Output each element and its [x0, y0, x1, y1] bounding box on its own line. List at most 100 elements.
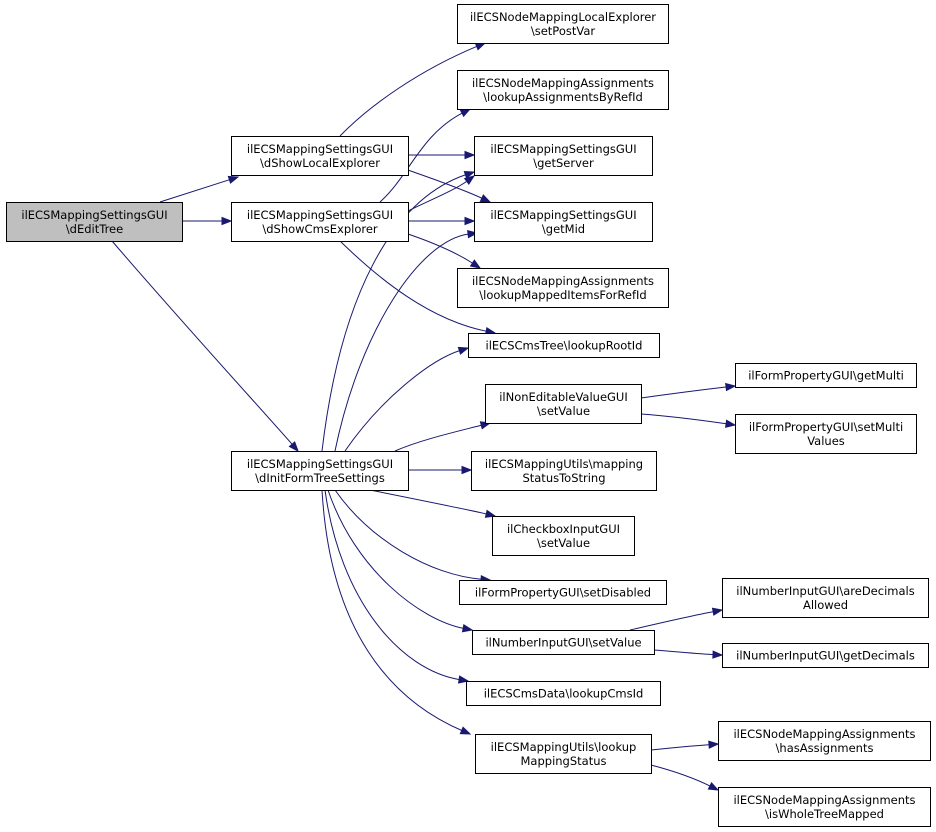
node-box [474, 136, 653, 176]
node-label-line: \dInitFormTreeSettings [255, 471, 385, 485]
node-init[interactable]: ilECSMappingSettingsGUI\dInitFormTreeSet… [231, 451, 409, 491]
node-label-line: ilECSNodeMappingAssignments [733, 793, 915, 807]
edge-cms-to-lookupmifr [407, 233, 474, 265]
edge-init-to-nevsetvalue [394, 424, 483, 452]
node-lookupcmsid[interactable]: ilECSCmsData\lookupCmsId [466, 681, 661, 706]
arrowhead-numsetvalue-to-getdecimals [712, 650, 724, 659]
arrowhead-lookupms-to-wholetree [707, 781, 720, 791]
node-label-line: ilECSNodeMappingAssignments [472, 76, 654, 90]
node-numsetvalue[interactable]: ilNumberInputGUI\setValue [472, 630, 655, 655]
node-box [485, 384, 642, 424]
node-box [231, 136, 409, 176]
arrowhead-local-to-setpost [474, 42, 487, 51]
arrowhead-init-to-lookupms [459, 726, 472, 735]
node-box [475, 734, 652, 774]
node-label-line: ilECSMappingSettingsGUI [490, 142, 636, 156]
node-label-line: \getMid [542, 222, 585, 236]
arrowhead-init-to-lookupcmsid [457, 675, 470, 684]
node-box [735, 363, 917, 388]
node-box [231, 451, 409, 491]
node-label-line: ilNumberInputGUI\setValue [485, 636, 641, 650]
edges-layer [111, 42, 737, 791]
node-label-line: ilECSMappingSettingsGUI [21, 208, 167, 222]
edge-init-to-rootid [344, 349, 461, 452]
node-label-line: ilFormPropertyGUI\setDisabled [475, 586, 651, 600]
node-local[interactable]: ilECSMappingSettingsGUI\dShowLocalExplor… [231, 136, 409, 176]
edge-cms-to-lookupabr [379, 112, 464, 203]
node-label-line: ilNumberInputGUI\areDecimals [736, 584, 914, 598]
arrowhead-cms-to-getmid [464, 216, 476, 226]
node-box [231, 202, 409, 242]
edge-cms-to-rootid [339, 240, 488, 332]
node-box [722, 643, 929, 668]
edge-init-to-lookupms [321, 489, 463, 732]
edge-lookupms-to-wholetree [650, 764, 712, 787]
node-getserver[interactable]: ilECSMappingSettingsGUI\getServer [474, 136, 653, 176]
node-hasassign[interactable]: ilECSNodeMappingAssignments\hasAssignmen… [718, 721, 931, 761]
edge-root-to-init [111, 240, 294, 446]
node-label-line: ilFormPropertyGUI\setMulti [749, 420, 903, 434]
node-box [459, 580, 667, 605]
node-getdecimals[interactable]: ilNumberInputGUI\getDecimals [722, 643, 929, 668]
node-setpost[interactable]: ilECSNodeMappingLocalExplorer\setPostVar [457, 4, 669, 44]
node-box [457, 4, 669, 44]
node-box [474, 202, 653, 242]
node-label-line: \lookupAssignmentsByRefId [483, 90, 643, 104]
edge-nevsetvalue-to-getmulti [640, 386, 728, 399]
node-root[interactable]: ilECSMappingSettingsGUI\dEditTree [6, 202, 183, 242]
node-box [718, 787, 931, 827]
node-box [466, 681, 661, 706]
arrowhead-init-to-cbsetvalue [484, 509, 497, 518]
node-setdisabled[interactable]: ilFormPropertyGUI\setDisabled [459, 580, 667, 605]
node-label-line: \dEditTree [66, 222, 123, 236]
node-label-line: MappingStatus [521, 754, 607, 768]
arrowhead-root-to-local [227, 175, 240, 184]
edge-nevsetvalue-to-setmulti [640, 413, 728, 425]
arrowhead-init-to-getmid [467, 229, 479, 239]
edge-init-to-setdisabled [334, 489, 483, 580]
node-label-line: \setValue [537, 404, 590, 418]
node-label-line: \isWholeTreeMapped [765, 807, 884, 821]
node-box [471, 451, 657, 491]
edge-init-to-numsetvalue [327, 489, 465, 629]
node-box [457, 70, 669, 110]
node-label-line: ilECSCmsData\lookupCmsId [484, 687, 644, 701]
node-lookupmifr[interactable]: ilECSNodeMappingAssignments\lookupMapped… [457, 268, 669, 308]
arrowhead-root-to-cms [221, 216, 233, 226]
node-label-line: ilECSMappingUtils\mapping [485, 457, 643, 471]
node-getmulti[interactable]: ilFormPropertyGUI\getMulti [735, 363, 917, 388]
node-lookupabr[interactable]: ilECSNodeMappingAssignments\lookupAssign… [457, 70, 669, 110]
node-box [718, 721, 931, 761]
node-wholetree[interactable]: ilECSNodeMappingAssignments\isWholeTreeM… [718, 787, 931, 827]
node-label-line: ilECSNodeMappingAssignments [472, 274, 654, 288]
node-box [468, 333, 660, 358]
node-label-line: \hasAssignments [776, 741, 874, 755]
node-rootid[interactable]: ilECSCmsTree\lookupRootId [468, 333, 660, 358]
node-cms[interactable]: ilECSMappingSettingsGUI\dShowCmsExplorer [231, 202, 409, 242]
edge-root-to-local [159, 178, 231, 203]
node-label-line: \lookupMappedItemsForRefId [479, 288, 646, 302]
edge-local-to-setpost [339, 45, 478, 137]
node-label-line: ilECSMappingSettingsGUI [247, 208, 393, 222]
edge-cms-to-getserver [407, 180, 468, 212]
edge-init-to-cbsetvalue [369, 489, 488, 515]
node-nevsetvalue[interactable]: ilNonEditableValueGUI\setValue [485, 384, 642, 424]
node-label-line: ilECSMappingSettingsGUI [490, 208, 636, 222]
node-label-line: \setPostVar [531, 24, 596, 38]
edge-numsetvalue-to-getdecimals [653, 649, 715, 656]
arrowhead-cms-to-lookupmifr [469, 259, 482, 269]
node-label-line: ilECSMappingUtils\lookup [491, 740, 637, 754]
node-cbsetvalue[interactable]: ilCheckboxInputGUI\setValue [492, 516, 635, 556]
node-label-line: ilECSNodeMappingLocalExplorer [470, 10, 656, 24]
node-label-line: \dShowLocalExplorer [260, 156, 380, 170]
node-label-line: ilNumberInputGUI\getDecimals [736, 649, 915, 663]
node-label-line: Values [807, 434, 845, 448]
arrowhead-init-to-getserver [463, 170, 476, 180]
node-box [722, 578, 929, 618]
node-getmid[interactable]: ilECSMappingSettingsGUI\getMid [474, 202, 653, 242]
